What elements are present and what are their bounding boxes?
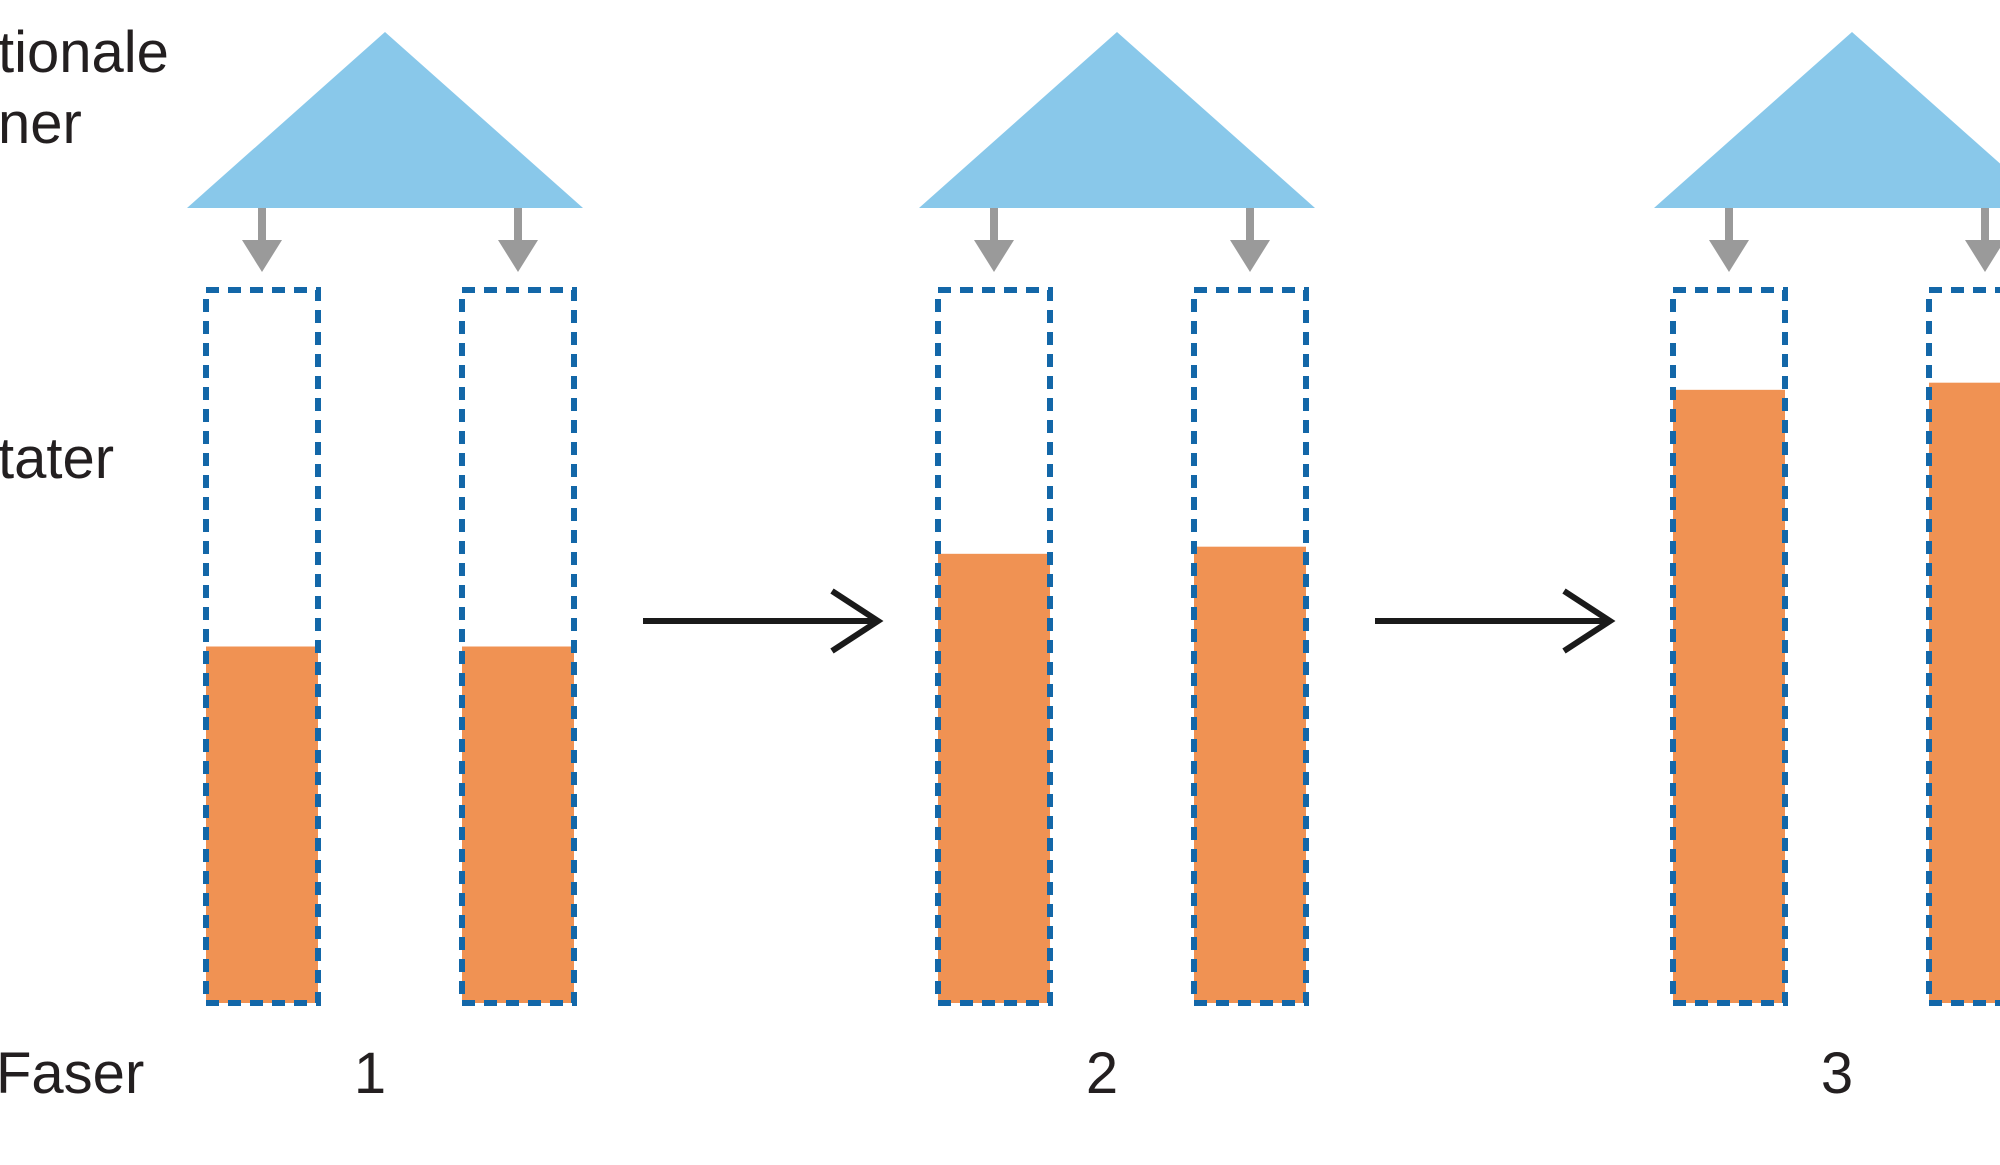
arrow-down-shaft — [514, 208, 522, 242]
arrow-right-icon — [643, 588, 884, 654]
arrow-down-head — [1230, 240, 1270, 272]
container-outline — [935, 287, 1053, 1006]
arrow-down-icon — [498, 208, 538, 272]
phase-1: 1 — [187, 32, 884, 1106]
arrow-down-shaft — [1246, 208, 1254, 242]
container-fill — [1194, 546, 1306, 1003]
arrow-down-head — [1965, 240, 2000, 272]
arrow-down-icon — [1709, 208, 1749, 272]
container-outline — [1926, 287, 2000, 1006]
container-outline — [1191, 287, 1309, 1006]
row-labels: tionale ner tater Faser — [0, 20, 169, 1106]
top-row-label-line-1: tionale — [0, 20, 169, 85]
middle-row-label: tater — [0, 426, 114, 491]
arrow-down-icon — [974, 208, 1014, 272]
top-row-label-line-2: ner — [0, 91, 82, 156]
arrow-right-icon — [1375, 588, 1616, 654]
arrow-down-icon — [242, 208, 282, 272]
container-outline — [459, 287, 577, 1006]
container-fill — [206, 646, 318, 1003]
arrow-right-head — [1562, 588, 1616, 654]
arrow-right-head — [830, 588, 884, 654]
container-outline — [1670, 287, 1788, 1006]
phase-1-label: 1 — [354, 1041, 386, 1106]
arrow-down-head — [974, 240, 1014, 272]
arrow-down-shaft — [1725, 208, 1733, 242]
phase-2-label: 2 — [1086, 1041, 1118, 1106]
phases-group: 1 2 3 — [187, 32, 2000, 1106]
phase-3: 3 — [1654, 32, 2000, 1106]
arrow-down-head — [498, 240, 538, 272]
container-fill — [1673, 389, 1785, 1003]
container-fill — [938, 553, 1050, 1003]
bottom-row-label: Faser — [0, 1041, 144, 1106]
container-outline — [203, 287, 321, 1006]
phase-2: 2 — [919, 32, 1616, 1106]
phase-3-label: 3 — [1821, 1041, 1853, 1106]
arrow-down-shaft — [990, 208, 998, 242]
arrow-down-shaft — [1981, 208, 1989, 242]
arrow-down-head — [242, 240, 282, 272]
phase-2-triangle — [919, 32, 1315, 208]
container-fill — [462, 646, 574, 1003]
arrow-down-head — [1709, 240, 1749, 272]
arrow-down-shaft — [258, 208, 266, 242]
phase-1-triangle — [187, 32, 583, 208]
phase-3-triangle — [1654, 32, 2000, 208]
container-fill — [1929, 382, 2000, 1003]
arrow-down-icon — [1965, 208, 2000, 272]
arrow-down-icon — [1230, 208, 1270, 272]
